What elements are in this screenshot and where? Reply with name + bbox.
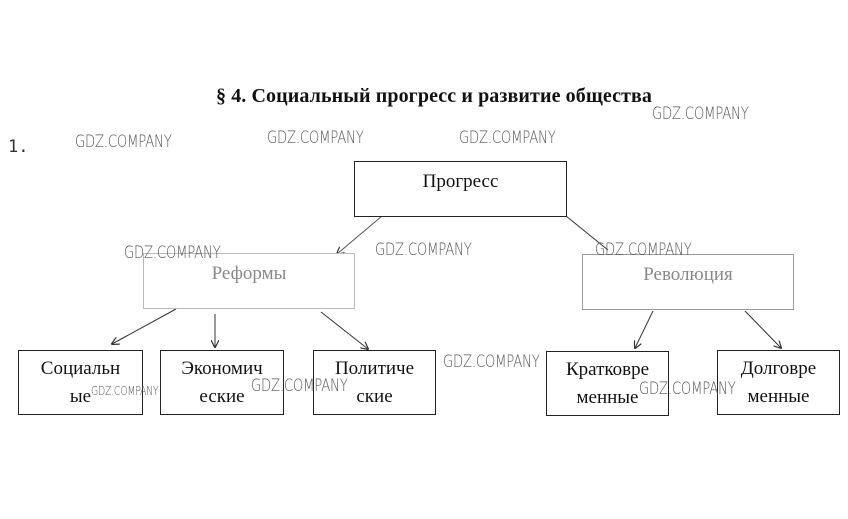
task-number: 1.: [8, 137, 29, 157]
leaf-node-label-line1: Экономич: [181, 358, 263, 379]
watermark: GDZ.COMPANY: [375, 240, 472, 260]
watermark: GDZ.COMPANY: [639, 379, 736, 399]
arrow-revolution-to-long: [744, 310, 781, 348]
leaf-node-label-line1: Политиче: [334, 358, 415, 379]
arrow-reforms-to-political: [320, 311, 368, 349]
branch-node-revolution: Революция: [582, 254, 794, 310]
root-node-progress: Прогресс: [354, 161, 567, 217]
leaf-node-social: Социальн ые: [18, 350, 143, 415]
branch-node-label: Революция: [643, 264, 733, 285]
leaf-node-economic: Экономич еские: [160, 350, 284, 415]
watermark: GDZ.COMPANY: [124, 243, 221, 263]
arrow-revolution-to-short: [635, 310, 654, 348]
leaf-node-label-line2: ские: [356, 386, 393, 407]
leaf-node-short-term: Кратковре менные: [546, 351, 669, 416]
leaf-node-label-line2: менные: [747, 386, 810, 407]
leaf-node-label-line2: менные: [576, 387, 639, 408]
branch-node-reforms: Реформы: [143, 253, 355, 309]
arrow-reforms-to-social: [112, 308, 177, 344]
leaf-node-long-term: Долговре менные: [717, 350, 840, 415]
watermark: GDZ.COMPANY: [251, 376, 348, 396]
leaf-node-political: Политиче ские: [313, 350, 436, 415]
leaf-node-label-line1: Долговре: [740, 358, 817, 379]
watermark: GDZ.COMPANY: [91, 384, 159, 398]
watermark: GDZ.COMPANY: [595, 240, 692, 260]
page-title: § 4. Социальный прогресс и развитие обще…: [216, 85, 652, 107]
root-node-label: Прогресс: [422, 171, 499, 192]
watermark: GDZ.COMPANY: [652, 104, 749, 124]
leaf-node-label-line1: Социальн: [40, 358, 121, 379]
watermark: GDZ.COMPANY: [267, 128, 364, 148]
branch-node-label: Реформы: [211, 263, 287, 284]
leaf-node-label-line1: Кратковре: [565, 359, 650, 380]
watermark: GDZ.COMPANY: [459, 128, 556, 148]
watermark: GDZ.COMPANY: [443, 352, 540, 372]
leaf-node-label-line2: еские: [199, 386, 245, 407]
leaf-node-label-line2: ые: [69, 386, 92, 407]
watermark: GDZ.COMPANY: [75, 132, 172, 152]
